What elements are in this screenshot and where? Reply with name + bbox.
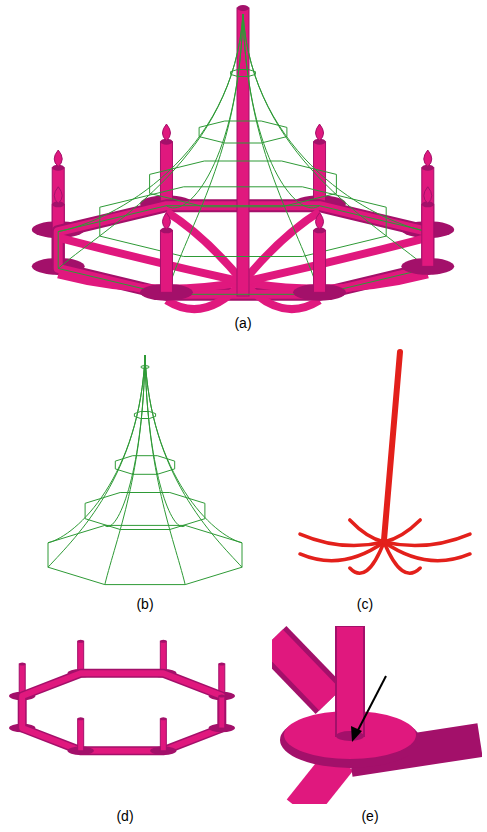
wire-rib (145, 355, 242, 543)
wire-ring (231, 70, 256, 77)
panel-label: (b) (136, 596, 153, 612)
candle-ring (9, 640, 235, 755)
wire-base (58, 206, 428, 295)
wire-rib (58, 14, 243, 232)
central-pole (237, 8, 249, 296)
wire-base (48, 525, 242, 584)
pole (384, 352, 400, 540)
candle-body (160, 719, 166, 751)
wire-rib (105, 355, 145, 585)
full-chandelier (32, 5, 454, 309)
candle-body (314, 230, 326, 292)
wire-rib (48, 355, 145, 543)
candle-flame (162, 213, 170, 230)
wire-ring (85, 493, 205, 530)
candle-flame (54, 150, 62, 167)
candle-body (160, 142, 172, 204)
wire-ring (115, 456, 174, 475)
arrow-line (356, 676, 386, 734)
panel-label: (c) (357, 596, 373, 612)
wire-rib (105, 355, 145, 527)
tube (272, 640, 330, 700)
candle-flame (316, 213, 324, 230)
candle-body (78, 641, 84, 673)
wire-ring (100, 187, 386, 257)
arm (384, 520, 420, 542)
wireframe-cage (48, 355, 242, 585)
candle-flame (424, 187, 432, 204)
candle-body (160, 641, 166, 673)
candle-flame (316, 124, 324, 141)
panel-label: (e) (361, 808, 378, 824)
red-skeleton (300, 352, 470, 573)
candle-top (160, 640, 166, 643)
ring (22, 673, 222, 751)
wire-rib (145, 355, 185, 585)
candle-top (78, 640, 84, 643)
candle-body (219, 696, 225, 728)
candle-top (160, 717, 166, 720)
candle-body (314, 142, 326, 204)
candle-body (78, 719, 84, 751)
panel-label: (a) (234, 315, 251, 331)
arm (350, 520, 384, 542)
candle-flame (162, 124, 170, 141)
wire-rib (243, 14, 320, 208)
arm (384, 534, 470, 546)
candle-top (78, 717, 84, 720)
wire-rib (243, 14, 428, 232)
candle-top (219, 662, 225, 665)
candle-body (160, 230, 172, 292)
candle-tube (336, 626, 364, 736)
candle-top (219, 695, 225, 698)
wire-rib (243, 14, 320, 294)
wire-ring (199, 121, 287, 143)
zoom-detail (272, 626, 480, 804)
wire-rib (243, 14, 428, 268)
wire-rib (145, 355, 185, 527)
wire-rib (145, 355, 242, 567)
arm (166, 212, 243, 282)
arrow-head (351, 726, 362, 742)
candle-flame (54, 187, 62, 204)
wire-rib (48, 355, 145, 567)
tube (272, 640, 330, 700)
pole-top (237, 5, 249, 11)
wire-rib (58, 14, 243, 268)
candle-top (19, 662, 25, 665)
wire-rib (166, 14, 243, 294)
ring (22, 673, 222, 751)
candle-flame (424, 150, 432, 167)
panel-label: (d) (116, 808, 133, 824)
wire-ring (141, 366, 149, 369)
wire-ring (134, 412, 155, 419)
wire-ring (150, 161, 337, 207)
wire-rib (166, 14, 243, 208)
candle-body (422, 204, 434, 266)
